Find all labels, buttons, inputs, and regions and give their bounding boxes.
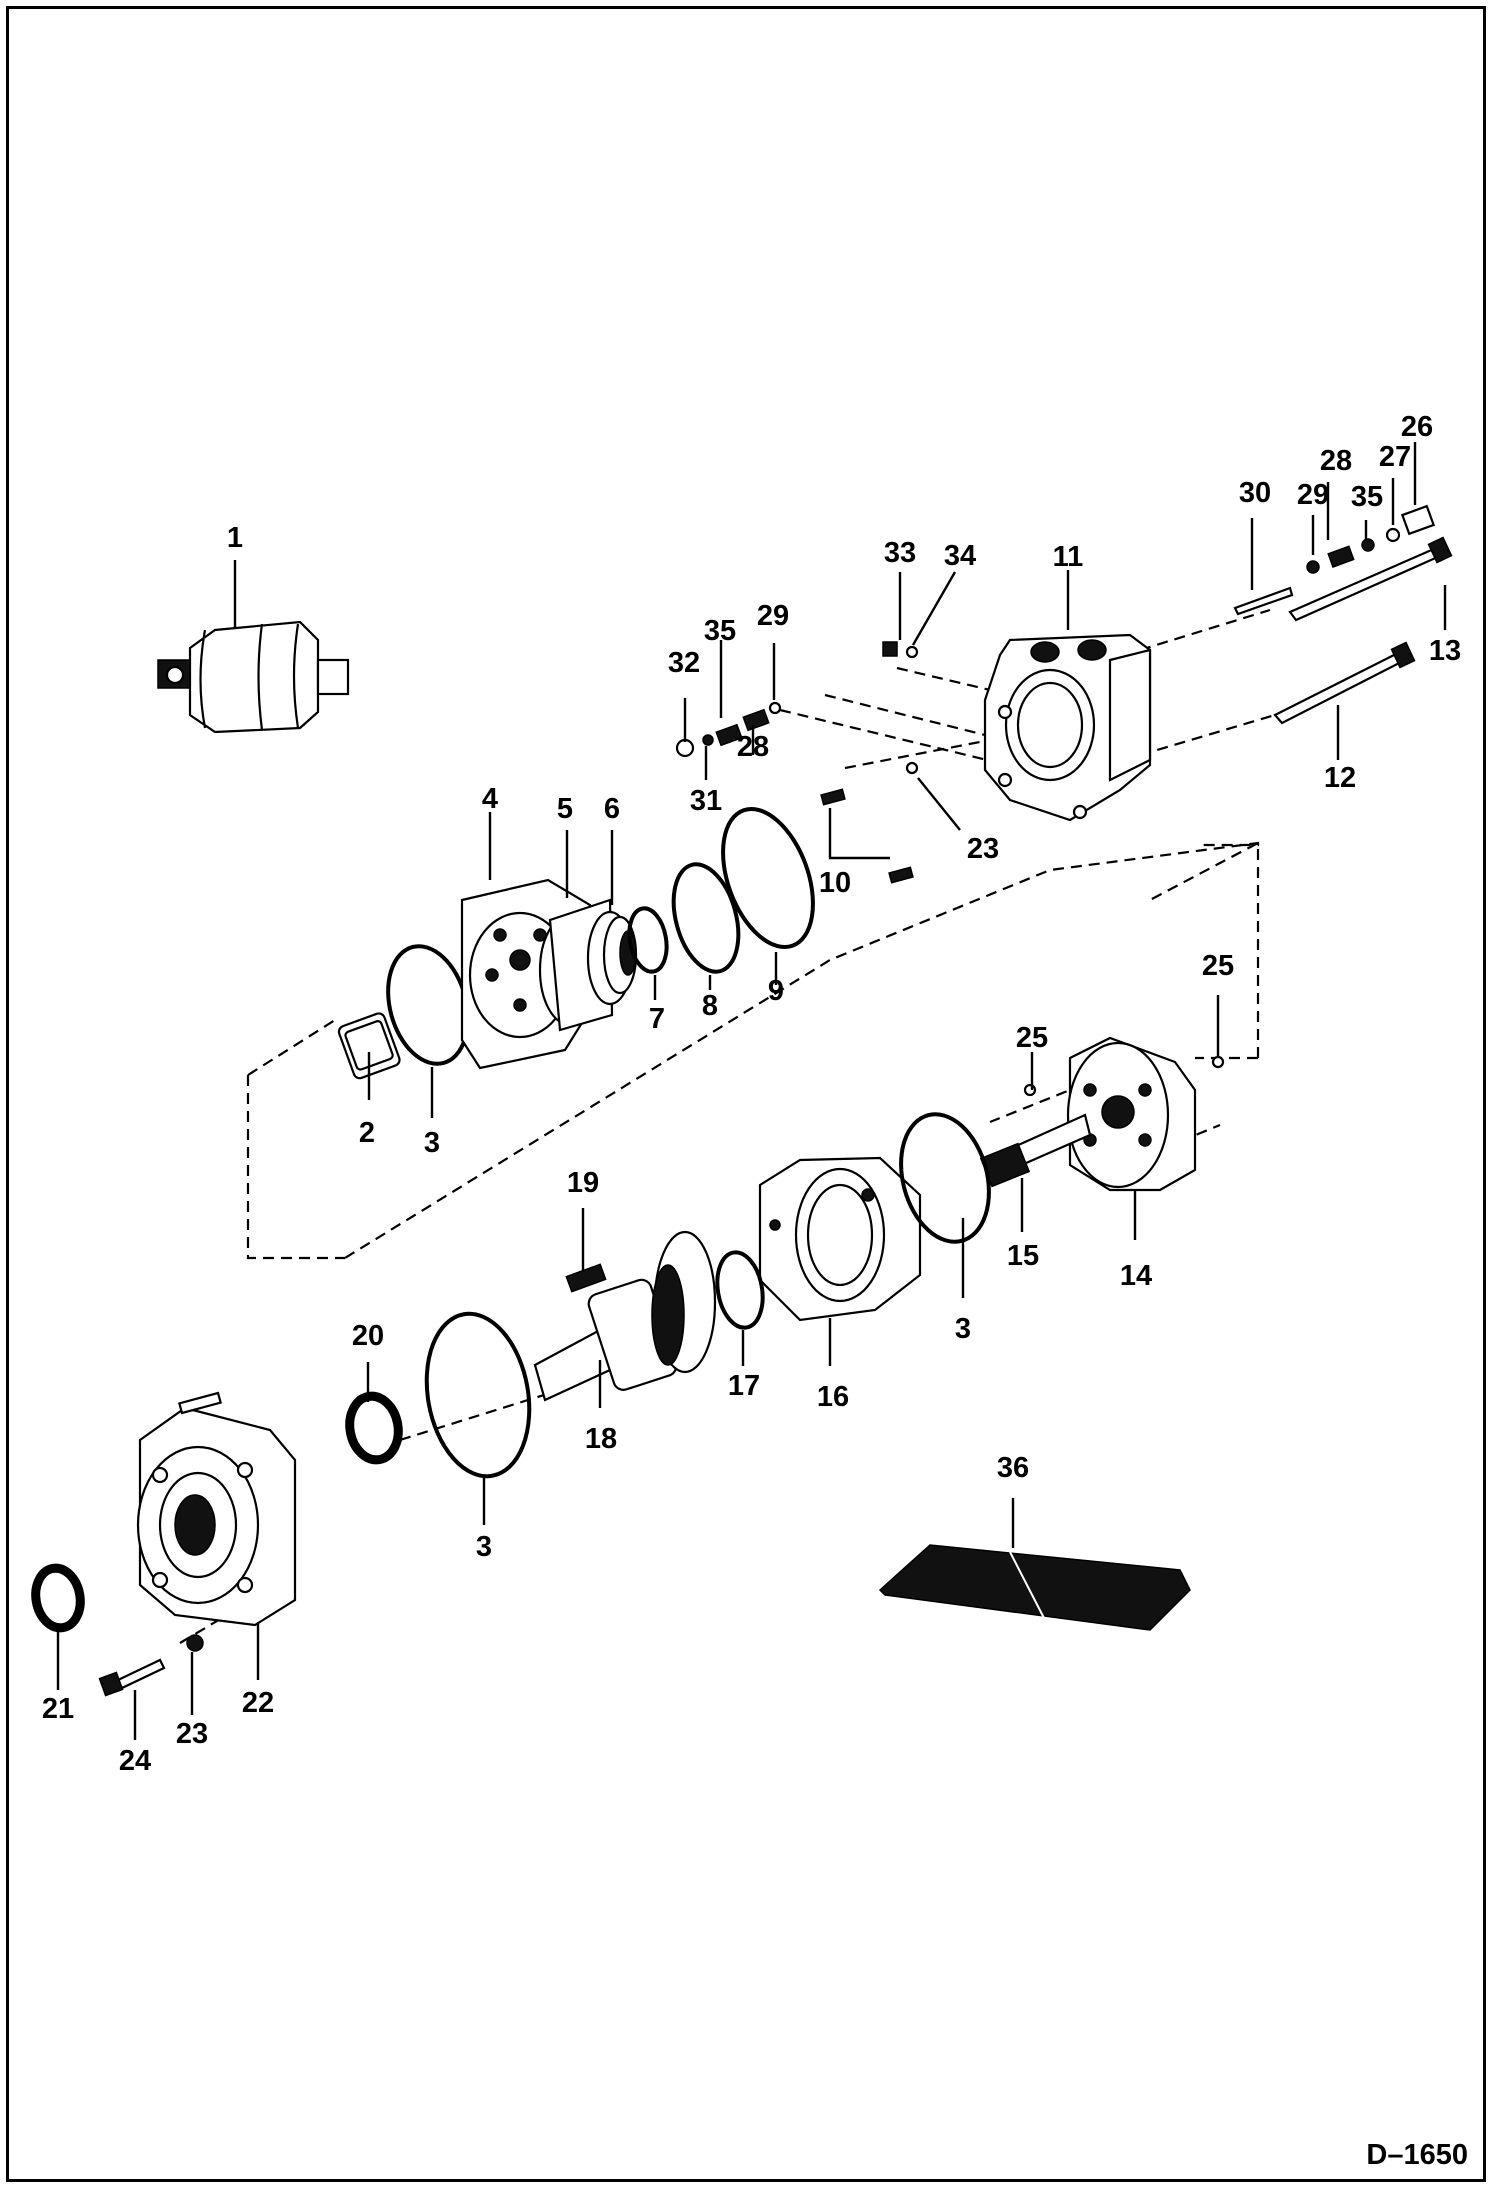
part-30-pin (1233, 586, 1294, 616)
label-6: 6 (604, 793, 620, 825)
label-36: 36 (997, 1452, 1029, 1484)
part-8-ring (671, 862, 741, 974)
label-3-middle: 3 (955, 1313, 971, 1345)
part-20-seal (345, 1391, 403, 1465)
part-17-ring (715, 1250, 765, 1330)
label-31: 31 (690, 785, 722, 817)
label-29-left: 29 (757, 600, 789, 632)
part-3-oring-lower (424, 1311, 532, 1479)
part-14-gerotor-housing (1066, 1036, 1197, 1192)
part-12-bolt (1273, 641, 1416, 725)
label-14: 14 (1120, 1260, 1152, 1292)
label-25-left: 25 (1016, 1022, 1048, 1054)
label-33: 33 (884, 537, 916, 569)
small-hardware-left (675, 701, 782, 758)
label-30: 30 (1239, 477, 1271, 509)
part-36-seal-kit (878, 1544, 1191, 1631)
label-32: 32 (668, 647, 700, 679)
label-28-right: 28 (1320, 445, 1352, 477)
label-11: 11 (1053, 541, 1084, 573)
part-21-seal (31, 1563, 85, 1633)
label-25-right: 25 (1202, 950, 1234, 982)
part-7-washer (627, 906, 669, 974)
part-18-output-shaft (533, 1230, 717, 1402)
label-13: 13 (1429, 635, 1461, 667)
label-26: 26 (1401, 411, 1433, 443)
label-4: 4 (482, 783, 498, 815)
label-16: 16 (817, 1381, 849, 1413)
label-8: 8 (702, 990, 718, 1022)
label-22: 22 (242, 1687, 274, 1719)
label-18: 18 (585, 1423, 617, 1455)
leader-lines (56, 442, 1447, 1740)
part-19-key (565, 1263, 607, 1293)
part-15-drive-shaft (979, 1113, 1092, 1188)
part-9-ring (721, 806, 815, 950)
label-29-right: 29 (1297, 479, 1329, 511)
part-10-pins-part-23-ball (820, 761, 919, 884)
label-10: 10 (819, 867, 851, 899)
label-7: 7 (649, 1003, 665, 1035)
diagram-frame (6, 6, 1486, 2182)
label-3-upper: 3 (424, 1127, 440, 1159)
part-labels: 1 2 3 4 5 6 7 8 9 10 11 12 13 14 15 16 1… (42, 411, 1461, 1777)
label-3-lower: 3 (476, 1531, 492, 1563)
part-2-coupling (337, 1012, 401, 1080)
label-27: 27 (1379, 441, 1411, 473)
label-34: 34 (944, 540, 976, 572)
part-22-mounting-flange (136, 1391, 297, 1627)
label-35-left: 35 (704, 615, 736, 647)
label-12: 12 (1324, 762, 1356, 794)
label-2: 2 (359, 1117, 375, 1149)
drawing-code: D–1650 (1366, 2139, 1468, 2171)
label-17: 17 (728, 1370, 760, 1402)
label-19: 19 (567, 1167, 599, 1199)
part-23-washer (186, 1634, 204, 1652)
label-9: 9 (768, 975, 784, 1007)
part-33-plug-part-34-seal (882, 641, 919, 659)
label-21: 21 (42, 1693, 74, 1725)
label-28-left: 28 (737, 731, 769, 763)
label-20: 20 (352, 1320, 384, 1352)
small-hardware-right (1306, 504, 1436, 574)
label-24: 24 (119, 1745, 151, 1777)
label-23-lower: 23 (176, 1718, 208, 1750)
label-1: 1 (227, 522, 243, 554)
label-35-right: 35 (1351, 481, 1383, 513)
part-11-valve-housing (983, 633, 1152, 822)
label-5: 5 (557, 793, 573, 825)
part-1-motor-assembly (157, 620, 350, 734)
part-13-bolt (1288, 536, 1453, 622)
label-15: 15 (1007, 1240, 1039, 1272)
label-23-upper: 23 (967, 833, 999, 865)
part-16-bearing-housing (758, 1156, 922, 1322)
part-24-bolt (98, 1658, 166, 1697)
